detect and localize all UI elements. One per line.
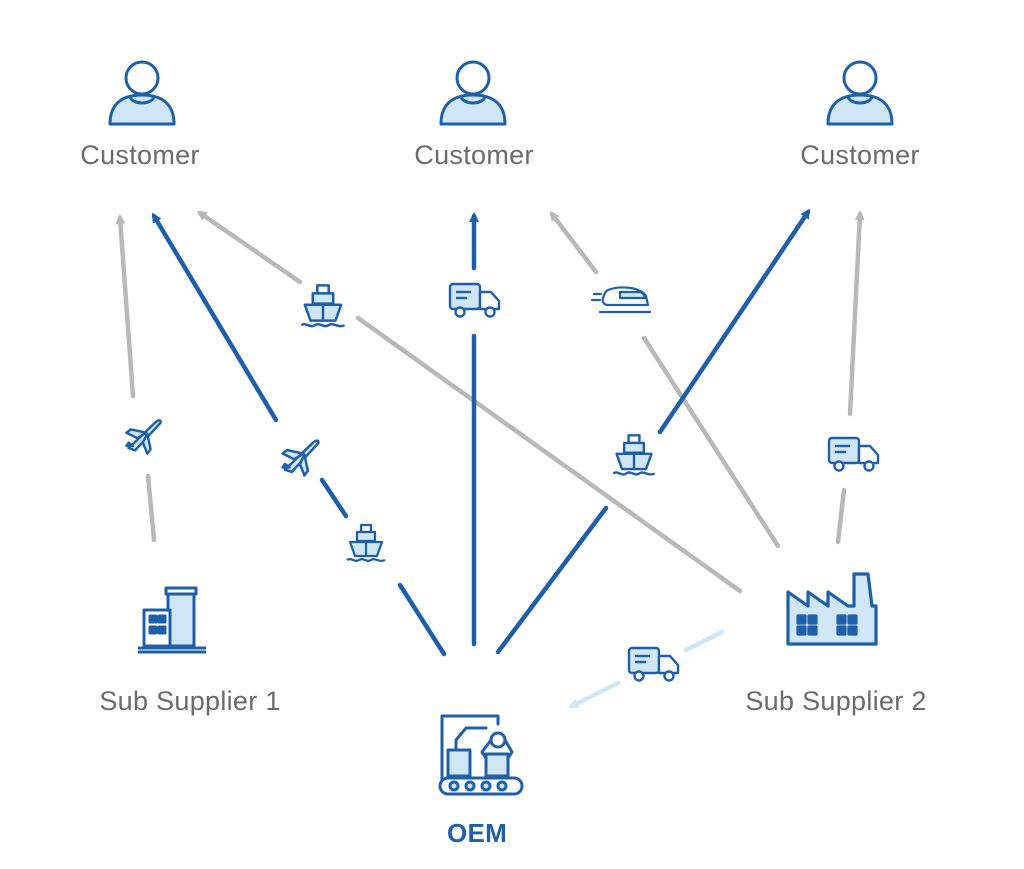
ship-icon [612, 434, 656, 476]
ship-icon [300, 284, 346, 328]
robotic-arm-conveyor-icon [438, 714, 524, 796]
ship-icon [345, 523, 387, 562]
flow-subsupplier2-to-customer-right [835, 210, 865, 545]
sub-supplier-2-label: Sub Supplier 2 [745, 686, 927, 716]
truck-icon [827, 436, 880, 472]
plane-icon [125, 419, 162, 455]
flow-subsupplier2-to-customer-center [549, 210, 781, 549]
person-icon [108, 60, 176, 126]
sub-supplier-1-label: Sub Supplier 1 [99, 686, 281, 716]
train-icon [590, 286, 652, 314]
flow-oem-to-customer-left [151, 212, 447, 657]
flow-subsupplier1-to-customer-left [115, 214, 157, 543]
truck-icon [448, 282, 501, 318]
flow-subsupplier2-to-oem [568, 629, 725, 709]
person-icon [826, 60, 894, 126]
flow-subsupplier2-to-customer-left [196, 210, 743, 594]
customer-right-label: Customer [800, 140, 920, 170]
flow-oem-to-customer-right [495, 208, 811, 655]
plane-icon [281, 439, 320, 477]
person-icon [439, 60, 507, 126]
truck-icon [627, 646, 680, 682]
factory-icon [786, 572, 878, 646]
office-building-icon [136, 586, 208, 654]
oem-label: OEM [446, 818, 508, 848]
customer-left-label: Customer [80, 140, 200, 170]
customer-center-label: Customer [414, 140, 534, 170]
